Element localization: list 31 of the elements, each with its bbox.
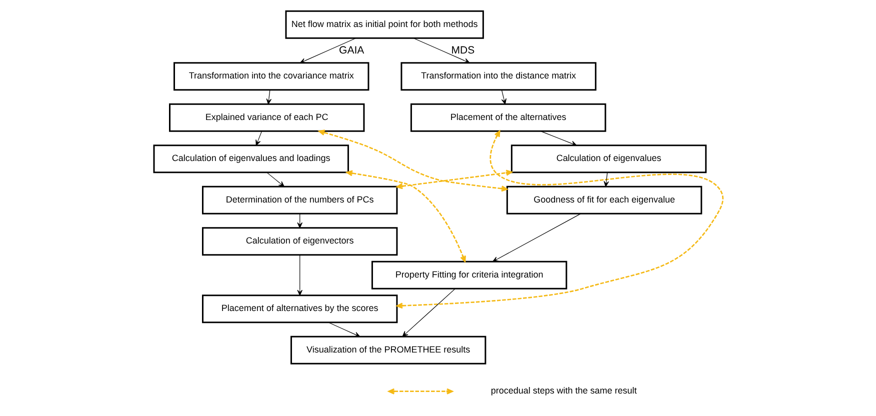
- node-box: Determination of the numbers of PCs: [202, 186, 398, 214]
- arrow: [492, 213, 581, 262]
- arrow: [500, 90, 506, 104]
- arrow: [299, 38, 356, 64]
- node-box: Placement of alternatives by the scores: [202, 294, 398, 324]
- edge-label: GAIA: [338, 45, 364, 56]
- node-box: Calculation of eigenvectors: [202, 227, 398, 256]
- arrow: [412, 38, 470, 64]
- node-box: Transformation into the distance matrix: [400, 62, 596, 91]
- node-box: Calculation of eigenvalues and loadings: [152, 144, 348, 174]
- arrow: [255, 130, 262, 146]
- arrow: [346, 170, 466, 262]
- node-box: Placement of the alternatives: [410, 103, 606, 132]
- arrow: [318, 130, 508, 192]
- arrow: [396, 170, 512, 190]
- node-box: Explained variance of each PC: [168, 103, 364, 132]
- node-box: Property Fitting for criteria integration: [370, 260, 567, 290]
- arrow: [266, 172, 284, 187]
- arrow: [296, 254, 302, 296]
- legend-label: procedual steps with the same result: [490, 386, 636, 396]
- node-box: Calculation of eigenvalues: [510, 144, 706, 174]
- edge-label: MDS: [450, 45, 474, 56]
- node-box: Net flow matrix as initial point for both methods: [284, 10, 484, 39]
- arrow: [603, 172, 608, 187]
- node-box: Visualization of the PROMETHEE results: [290, 336, 486, 364]
- arrow: [396, 130, 723, 309]
- arrow: [402, 288, 455, 337]
- node-box: Goodness of fit for each eigenvalue: [506, 186, 702, 214]
- arrow: [266, 90, 272, 104]
- arrow: [328, 322, 360, 337]
- node-box: Transformation into the covariance matrix: [173, 62, 369, 91]
